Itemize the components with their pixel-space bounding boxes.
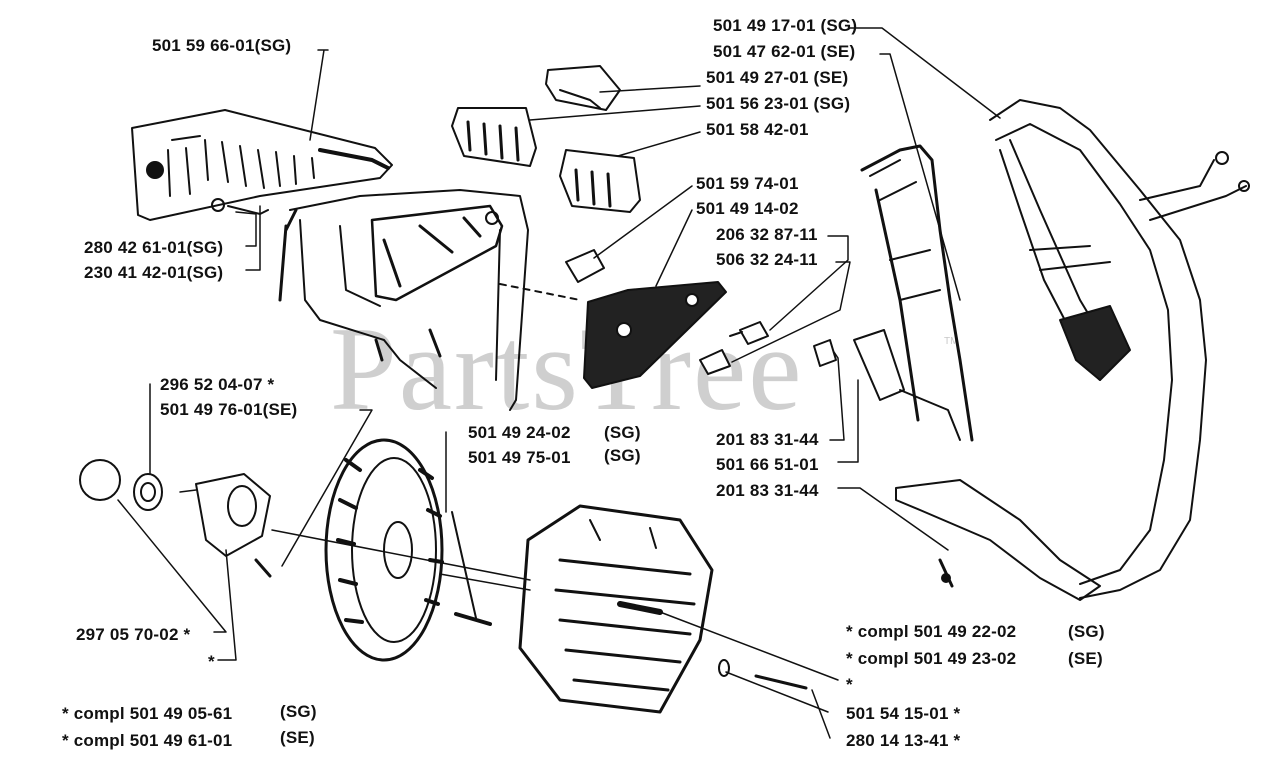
- holder-part-middle: [451, 107, 537, 167]
- leader-lines: [117, 27, 1001, 739]
- label-501-56-23-01: 501 56 23-01 (SG): [706, 94, 851, 113]
- bearing-part: [133, 473, 163, 511]
- label-506-32-24-11: 506 32 24-11: [716, 250, 818, 269]
- ignition-module-part: [518, 504, 714, 714]
- label-501-49-24-02: 501 49 24-02: [468, 423, 571, 442]
- screw-part-d: [454, 612, 492, 626]
- label-501-49-75-01: 501 49 75-01: [468, 448, 571, 467]
- holder-part-lower: [559, 149, 641, 213]
- label-280-42-61-01: 280 42 61-01(SG): [84, 238, 224, 257]
- label-compl-501-49-23-02: * compl 501 49 23-02: [846, 649, 1017, 668]
- label-501-54-15-01: 501 54 15-01 *: [846, 704, 961, 723]
- engine-cover-part: [278, 189, 529, 411]
- label-501-49-24-02-tag: (SG): [604, 423, 641, 442]
- label-501-49-76-01: 501 49 76-01(SE): [160, 400, 298, 419]
- label-star-right: *: [846, 675, 853, 694]
- label-230-41-42-01: 230 41 42-01(SG): [84, 263, 224, 282]
- label-501-66-51-01: 501 66 51-01: [716, 455, 819, 474]
- screw-part-b: [699, 349, 731, 375]
- label-501-59-74-01: 501 59 74-01: [696, 174, 799, 193]
- label-501-49-17-01: 501 49 17-01 (SG): [713, 16, 858, 35]
- label-compl-501-49-61-01-tag: (SE): [280, 728, 315, 747]
- label-501-49-14-02: 501 49 14-02: [696, 199, 799, 218]
- watermark-trademark: TM: [944, 336, 959, 347]
- label-compl-501-49-05-61-tag: (SG): [280, 702, 317, 721]
- o-ring-part: [79, 459, 121, 501]
- label-compl-501-49-22-02-tag: (SG): [1068, 622, 1105, 641]
- screw-part-a: [729, 321, 769, 345]
- label-297-05-70-02: 297 05 70-02 *: [76, 625, 191, 644]
- label-501-49-75-01-tag: (SG): [604, 446, 641, 465]
- handle-bracket-part: [813, 329, 961, 441]
- flywheel-part: [324, 438, 444, 662]
- label-501-49-27-01: 501 49 27-01 (SE): [706, 68, 849, 87]
- label-206-32-87-11: 206 32 87-11: [716, 225, 818, 244]
- screw-part-c: [451, 511, 477, 619]
- label-201-83-31-44-b: 201 83 31-44: [716, 481, 819, 500]
- label-compl-501-49-61-01: * compl 501 49 61-01: [62, 731, 233, 750]
- handle-foot-part: [895, 479, 1101, 601]
- label-201-83-31-44-a: 201 83 31-44: [716, 430, 819, 449]
- washer-screw-part: [718, 659, 808, 690]
- front-handle-part: [860, 99, 1250, 599]
- heat-shield-part: [131, 109, 393, 221]
- label-compl-501-49-23-02-tag: (SE): [1068, 649, 1103, 668]
- starter-pulley-part: [195, 473, 272, 578]
- assembly-line: [499, 283, 581, 301]
- label-280-14-13-41: 280 14 13-41 *: [846, 731, 961, 750]
- label-star-left: *: [208, 652, 215, 671]
- label-compl-501-49-05-61: * compl 501 49 05-61: [62, 704, 233, 723]
- label-501-59-66-01: 501 59 66-01(SG): [152, 36, 292, 55]
- label-501-47-62-01: 501 47 62-01 (SE): [713, 42, 856, 61]
- clip-part-upper: [545, 65, 621, 111]
- plate-part: [583, 281, 727, 389]
- label-compl-501-49-22-02: * compl 501 49 22-02: [846, 622, 1017, 641]
- label-501-58-42-01: 501 58 42-01: [706, 120, 809, 139]
- label-296-52-04-07: 296 52 04-07 *: [160, 375, 275, 394]
